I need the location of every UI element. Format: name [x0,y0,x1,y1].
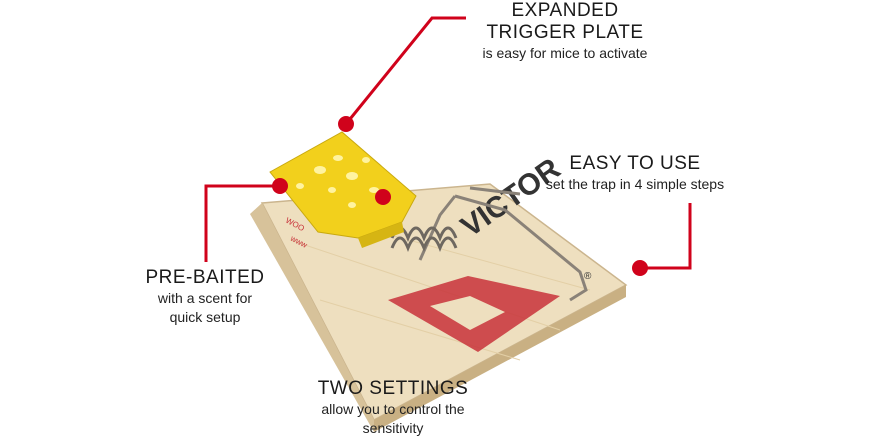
dot-trigger [338,116,354,132]
leader-easy [640,203,692,270]
trigger-title-line2: TRIGGER PLATE [486,22,644,43]
callout-easy-to-use: EASY TO USE set the trap in 4 simple ste… [505,153,765,194]
dot-settings [375,189,391,205]
leader-prebaited [204,184,280,262]
settings-subtitle-line2: sensitivity [362,420,424,436]
dot-easy [632,260,648,276]
trigger-subtitle: is easy for mice to activate [482,45,648,61]
callout-two-settings: TWO SETTINGS allow you to control the se… [283,378,503,438]
prebaited-title: PRE-BAITED [145,267,265,288]
callout-dots [272,116,648,276]
callout-pre-baited: PRE-BAITED with a scent for quick setup [130,267,280,327]
easy-title: EASY TO USE [569,153,701,174]
prebaited-subtitle-line1: with a scent for [157,290,253,306]
easy-subtitle: set the trap in 4 simple steps [545,176,725,192]
trigger-title-line1: EXPANDED [511,0,619,21]
settings-title: TWO SETTINGS [317,378,469,399]
callout-trigger-plate: EXPANDED TRIGGER PLATE is easy for mice … [440,0,690,63]
registered-mark: ® [584,271,592,282]
leader-trigger [344,16,466,125]
dot-prebaited [272,178,288,194]
prebaited-subtitle-line2: quick setup [169,309,241,325]
trigger-plate [269,131,417,248]
settings-subtitle-line1: allow you to control the [321,401,465,417]
